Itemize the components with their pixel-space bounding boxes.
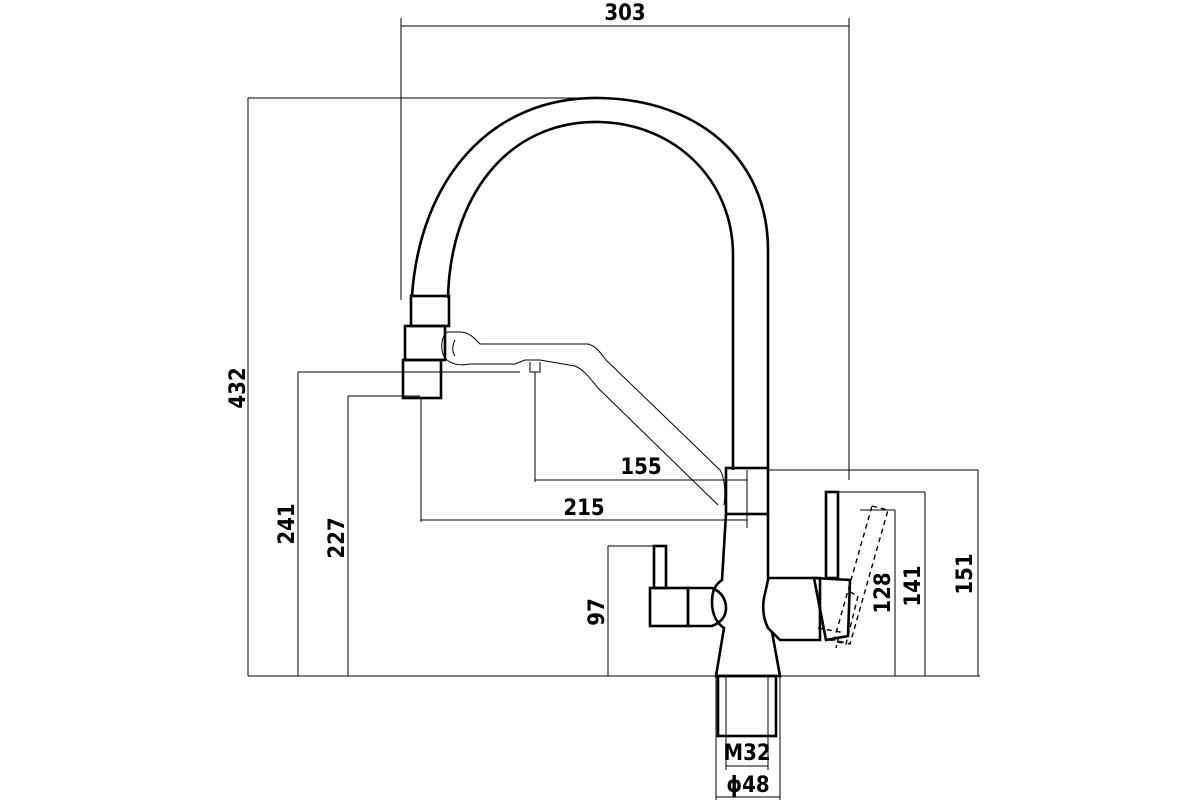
dim-filter-lever-97: 97: [585, 598, 610, 626]
mixer-lever-right: [768, 490, 889, 649]
filter-lever: [652, 544, 668, 590]
dim-lever-151: 151: [953, 553, 978, 594]
dim-reach-215: 215: [563, 496, 604, 521]
dim-base-diameter: ϕ48: [726, 773, 769, 798]
filter-tap-body-a: [648, 586, 690, 628]
mixer-housing: [768, 576, 822, 642]
spout-outer-arch: [410, 96, 770, 468]
dim-total-width: 303: [604, 1, 645, 26]
dim-spout-height-227: 227: [325, 517, 350, 558]
dim-total-height: 432: [226, 367, 251, 408]
dim-spout-height-241: 241: [275, 503, 300, 544]
threaded-shank: [716, 674, 778, 738]
sprayer-head: [401, 294, 451, 400]
filter-tap-body-b: [686, 586, 728, 628]
dim-lever-128: 128: [871, 572, 896, 613]
faucet-outline: [401, 96, 889, 738]
sprayer-segment-mid: [403, 324, 447, 362]
mixer-lever-handle: [824, 490, 840, 580]
spout-inner-arch: [446, 120, 735, 470]
shank-outer: [716, 674, 778, 738]
dimension-labels: 303 432 241 227 155 215 97 128 141 151 M…: [226, 1, 978, 798]
dimension-lines: [247, 18, 980, 800]
mixer-lever-base: [812, 576, 852, 642]
dim-thread-m32: M32: [723, 741, 770, 766]
filter-tap-left: [648, 544, 728, 628]
sprayer-segment-top: [409, 294, 451, 328]
sprayer-segment-bottom: [401, 358, 443, 400]
dim-lever-141: 141: [901, 565, 926, 606]
filter-water-spout: [441, 331, 726, 506]
lever-alt-position: [833, 505, 889, 645]
dim-reach-155: 155: [620, 455, 661, 480]
